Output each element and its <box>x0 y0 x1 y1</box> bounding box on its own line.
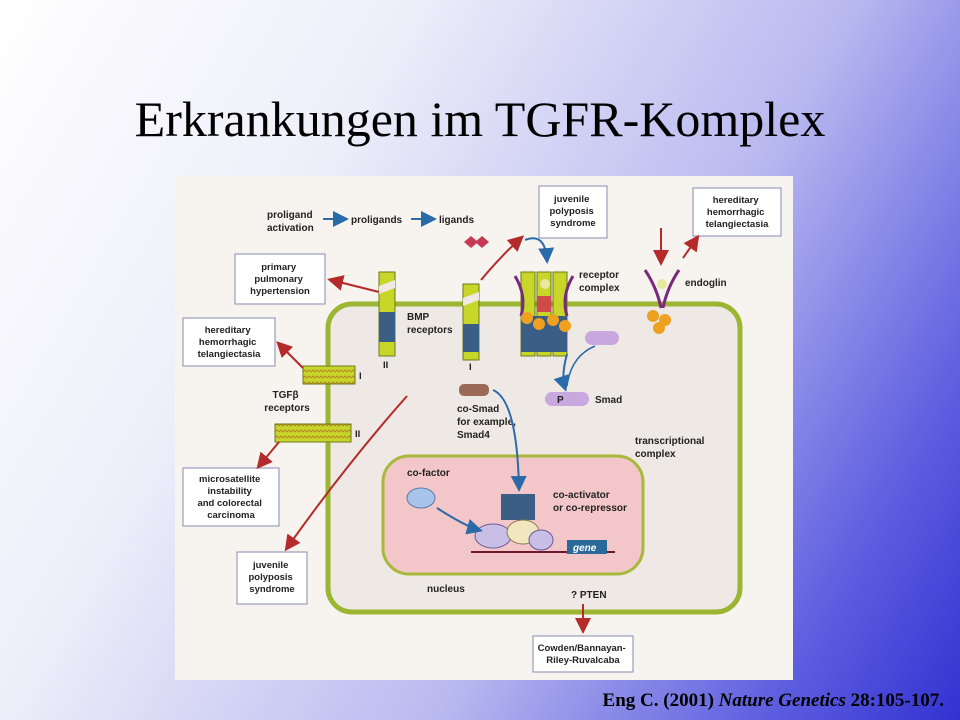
transcription-factor-1 <box>474 523 512 549</box>
cowden-text: Cowden/Bannayan- Riley-Ruvalcaba <box>538 643 629 666</box>
pathway-diagram: proligand activation proligands ligands … <box>182 185 782 673</box>
tgfb-I-label: I <box>359 371 362 382</box>
citation-authors: Eng C. (2001) <box>602 690 714 711</box>
citation-ref: 28:105-107. <box>850 690 944 711</box>
slide-title: Erkrankungen im TGFR-Komplex <box>134 91 826 147</box>
box-cowden <box>532 635 634 673</box>
smad-icon <box>585 331 619 345</box>
bmp-receptor-I <box>462 283 480 361</box>
proligands-label: proligands <box>351 215 403 226</box>
jps-bottom-text: juvenile polyposis syndrome <box>249 560 296 595</box>
co-smad-icon <box>459 384 489 396</box>
ligand-icon <box>464 236 489 248</box>
tgfb-II-label: II <box>355 429 360 440</box>
box-pulmonary-hypertension <box>234 253 326 305</box>
gene-box <box>567 540 607 554</box>
bmp-II-label: II <box>383 360 388 371</box>
citation: Eng C. (2001) Nature Genetics 28:105-107… <box>603 690 944 712</box>
co-factor-icon <box>406 487 436 509</box>
bmp-I-label: I <box>469 362 472 373</box>
bmp-receptor-II <box>378 271 396 357</box>
nucleus-label: nucleus <box>427 584 465 595</box>
citation-journal: Nature Genetics <box>718 690 846 711</box>
pten-label: ? PTEN <box>571 590 607 601</box>
tgfb-receptor-II <box>274 423 352 443</box>
box-hht-left <box>182 317 276 367</box>
co-smad-label: co-Smad for example, Smad4 <box>457 404 519 441</box>
co-activator-icon <box>501 494 535 520</box>
receptor-complex <box>513 271 575 357</box>
bmp-receptors-label: BMP receptors <box>407 312 453 336</box>
box-microsatellite <box>182 467 280 527</box>
transcription-factor-3 <box>528 529 554 551</box>
co-activator-label: co-activator or co-repressor <box>553 490 627 514</box>
receptor-complex-label: receptor complex <box>579 270 622 294</box>
pph-text: primary pulmonary hypertension <box>250 262 310 297</box>
msi-text: microsatellite instability and colorecta… <box>197 474 264 521</box>
hht-left-text: hereditary hemorrhagic telangiectasia <box>198 325 262 360</box>
p-label: P <box>557 395 564 406</box>
tgfb-receptors-label: TGFβ receptors <box>264 390 310 414</box>
smad-label: Smad <box>595 395 622 406</box>
hht-top-text: hereditary hemorrhagic telangiectasia <box>706 195 770 230</box>
co-factor-label: co-factor <box>407 468 450 479</box>
box-juvenile-polyposis-top <box>538 185 608 239</box>
ligands-label: ligands <box>439 215 474 226</box>
endoglin-label: endoglin <box>685 278 727 289</box>
tgfr-pathway-figure: proligand activation proligands ligands … <box>175 176 793 680</box>
gene-label: gene <box>572 543 597 554</box>
transcriptional-complex-label: transcriptional complex <box>635 436 707 460</box>
box-juvenile-polyposis-bottom <box>236 551 308 605</box>
phospho-smad-icon <box>545 392 589 406</box>
box-hht-top <box>692 187 782 237</box>
proligand-activation-label: proligand activation <box>267 210 315 234</box>
jps-top-text: juvenile polyposis syndrome <box>550 194 597 229</box>
endoglin <box>643 269 681 334</box>
tgfb-receptor-I <box>302 365 356 385</box>
